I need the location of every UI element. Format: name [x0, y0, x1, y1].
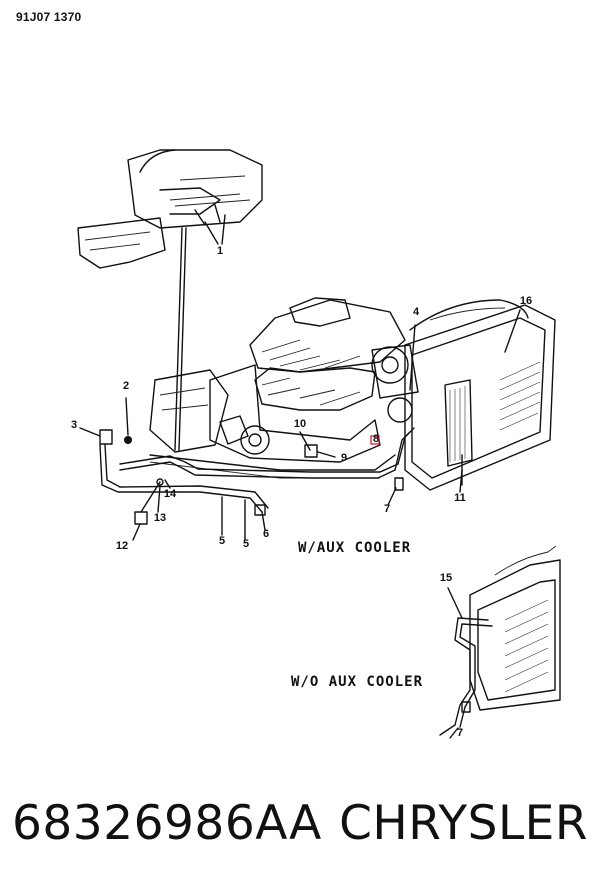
part-footer: 68326986AA CHRYSLER — [0, 796, 600, 866]
callout-6: 6 — [262, 528, 270, 540]
caption-with-aux-cooler: W/AUX COOLER — [298, 540, 412, 556]
callout-14: 14 — [163, 488, 177, 500]
callout-5b: 5 — [242, 538, 250, 550]
transmission-cooler-lines-diagram — [77, 149, 561, 739]
callout-15: 15 — [439, 572, 453, 584]
caption-without-aux-cooler: W/O AUX COOLER — [291, 674, 424, 690]
callout-2: 2 — [122, 380, 130, 392]
callout-12: 12 — [115, 540, 129, 552]
brand-name: CHRYSLER — [339, 796, 588, 851]
callout-8: 8 — [372, 433, 380, 445]
callout-13: 13 — [153, 512, 167, 524]
engine-assembly — [149, 297, 419, 479]
callout-9: 9 — [340, 452, 348, 464]
radiator-with-aux-cooler — [404, 299, 556, 491]
callout-5a: 5 — [218, 535, 226, 547]
callout-7b: 7 — [456, 727, 464, 739]
callout-1: 1 — [216, 245, 224, 257]
part-number: 68326986AA — [12, 796, 322, 851]
figure-id: 91J07 1370 — [16, 10, 82, 24]
callout-4: 4 — [412, 306, 420, 318]
callout-16: 16 — [519, 295, 533, 307]
callout-10: 10 — [293, 418, 307, 430]
transmission-rear-housing — [77, 149, 263, 451]
cooler-line-routing — [79, 397, 463, 541]
radiator-without-aux-cooler — [439, 545, 561, 739]
callout-3: 3 — [70, 419, 78, 431]
callout-11: 11 — [454, 492, 466, 504]
callout-7a: 7 — [383, 503, 391, 515]
